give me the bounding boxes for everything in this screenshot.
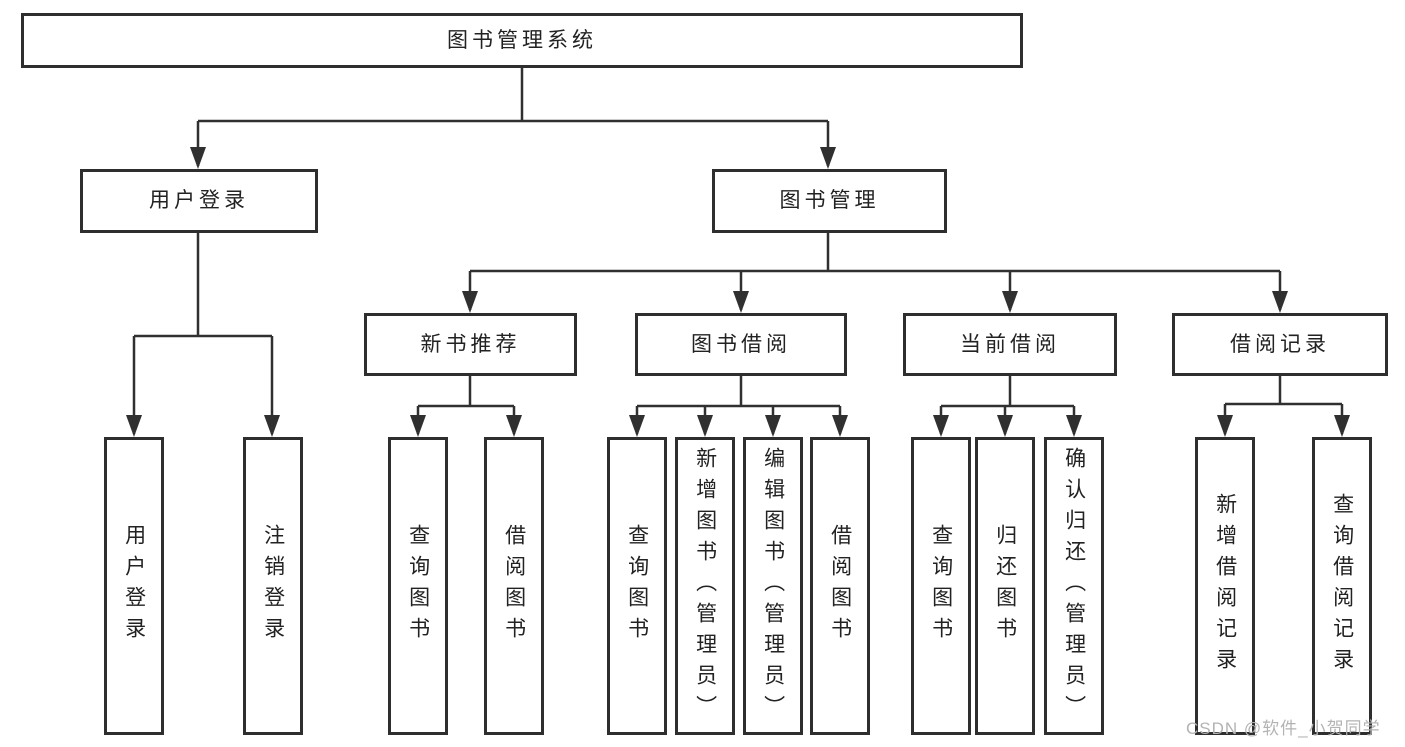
- node-leaf-logout: 注销登录: [243, 437, 303, 735]
- node-root-system: 图书管理系统: [21, 13, 1023, 68]
- node-leaf-query-books: 查询图书: [911, 437, 971, 735]
- node-user-login: 用户登录: [80, 169, 318, 233]
- node-leaf-edit-books-admin: 编辑图书（管理员）: [743, 437, 803, 735]
- connector-book-borrow-to-leaves: [635, 376, 842, 434]
- node-leaf-add-books-admin: 新增图书（管理员）: [675, 437, 735, 735]
- node-book-borrow: 图书借阅: [635, 313, 847, 376]
- node-leaf-query-books: 查询图书: [388, 437, 448, 735]
- connector-user-login-to-leaves: [132, 233, 274, 434]
- node-leaf-query-books: 查询图书: [607, 437, 667, 735]
- node-leaf-add-borrow-record: 新增借阅记录: [1195, 437, 1255, 735]
- node-leaf-borrow-books: 借阅图书: [810, 437, 870, 735]
- node-leaf-confirm-return-admin: 确认归还（管理员）: [1044, 437, 1104, 735]
- connector-root-to-level2: [196, 68, 830, 166]
- node-leaf-query-borrow-record: 查询借阅记录: [1312, 437, 1372, 735]
- csdn-watermark: CSDN @软件_小贺同学: [1186, 719, 1381, 738]
- node-borrow-records: 借阅记录: [1172, 313, 1388, 376]
- node-leaf-borrow-books: 借阅图书: [484, 437, 544, 735]
- node-book-management: 图书管理: [712, 169, 947, 233]
- connector-new-book-recommend-to-leaves: [416, 376, 516, 434]
- connector-book-management-to-level3: [468, 233, 1282, 310]
- connector-borrow-records-to-leaves: [1223, 376, 1344, 434]
- node-new-book-recommend: 新书推荐: [364, 313, 577, 376]
- node-leaf-return-books: 归还图书: [975, 437, 1035, 735]
- node-current-borrow: 当前借阅: [903, 313, 1117, 376]
- node-leaf-user-login: 用户登录: [104, 437, 164, 735]
